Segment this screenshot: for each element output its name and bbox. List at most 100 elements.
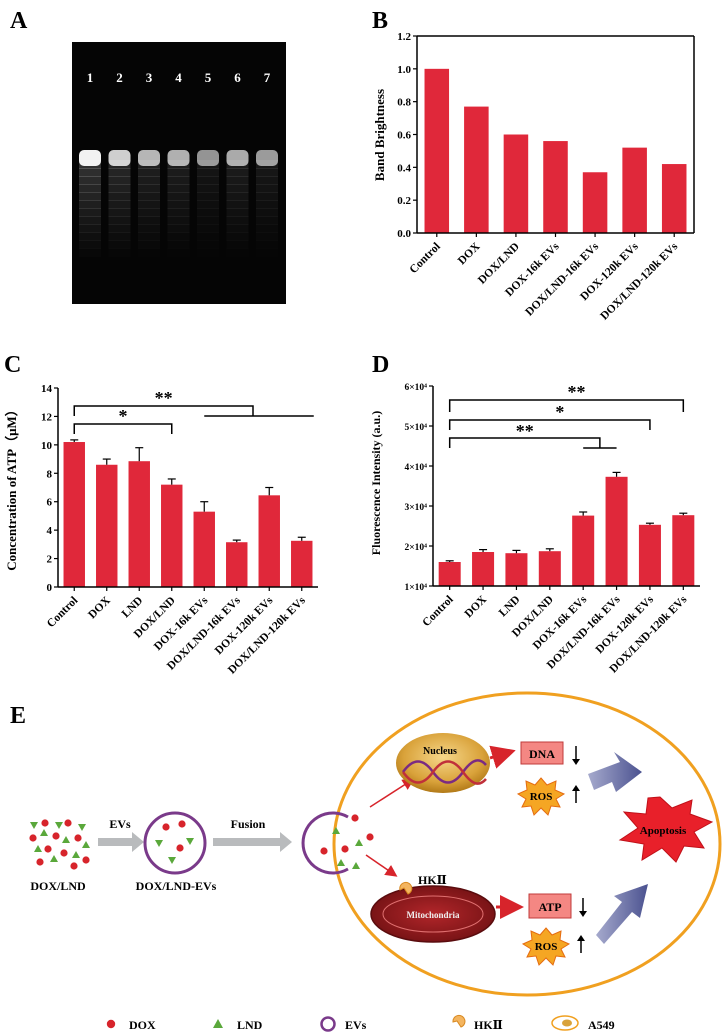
gel-band bbox=[256, 150, 278, 166]
y-tick-label: 0.8 bbox=[397, 97, 411, 109]
gel-band bbox=[138, 150, 160, 166]
x-tick-label: DOX bbox=[86, 594, 113, 621]
y-tick-label: 10 bbox=[41, 440, 53, 452]
label-apoptosis: Apoptosis bbox=[640, 825, 687, 837]
bar bbox=[638, 524, 661, 586]
y-tick-label: 0.6 bbox=[397, 130, 411, 142]
significance-bracket bbox=[448, 399, 685, 412]
label-nucleus: Nucleus bbox=[423, 746, 457, 757]
x-tick-label: Control bbox=[45, 595, 80, 630]
gel-lane-label: 7 bbox=[264, 70, 271, 85]
y-tick-label: 8 bbox=[47, 468, 53, 480]
fused-vesicle bbox=[301, 811, 349, 875]
x-tick-label: LND bbox=[120, 595, 146, 621]
chart-c-ylabel: Concentration of ATP（μM） bbox=[4, 403, 19, 570]
schematic: DOX/LND EVs DOX/LND-EVs Fusion bbox=[29, 691, 722, 997]
y-tick-label: 0.0 bbox=[397, 228, 411, 240]
bar bbox=[622, 147, 647, 233]
x-tick-label: DOX/LND-16k EVs bbox=[523, 240, 601, 318]
x-tick-label: DOX bbox=[456, 240, 483, 267]
bar bbox=[505, 553, 528, 586]
significance-bracket bbox=[73, 405, 254, 416]
legend-label-dox: DOX bbox=[129, 1018, 156, 1032]
y-tick-label: 2×10⁴ bbox=[404, 543, 427, 553]
a549-cell bbox=[332, 691, 722, 997]
arrow-to-apoptosis-bottom bbox=[596, 884, 648, 944]
y-tick-label: 0.4 bbox=[397, 162, 411, 174]
chart-b-ylabel: Band Brightness bbox=[372, 89, 387, 181]
label-dna: DNA bbox=[529, 747, 555, 761]
bar bbox=[193, 511, 215, 587]
label-ros-2: ROS bbox=[535, 941, 558, 953]
y-tick-label: 4×10⁴ bbox=[404, 463, 427, 473]
y-tick-label: 1×10⁴ bbox=[404, 583, 427, 593]
bar bbox=[543, 141, 568, 233]
y-tick-label: 4 bbox=[47, 525, 53, 537]
bar bbox=[63, 442, 85, 587]
panel-label-e: E bbox=[10, 703, 27, 729]
gel-lane-label: 4 bbox=[175, 70, 182, 85]
arrow-to-apoptosis-top bbox=[588, 752, 642, 792]
bar bbox=[291, 540, 313, 587]
ev-ring-icon bbox=[320, 1016, 336, 1032]
x-tick-label: LND bbox=[497, 594, 523, 620]
label-atp: ATP bbox=[538, 900, 561, 914]
bar bbox=[464, 106, 489, 233]
dna-box bbox=[520, 741, 564, 765]
label-mitochondria: Mitochondria bbox=[407, 910, 460, 920]
significance-bracket bbox=[448, 419, 651, 430]
ros-burst-icon bbox=[521, 927, 571, 966]
y-tick-label: 6 bbox=[47, 497, 53, 509]
gel-band bbox=[226, 150, 249, 166]
bar bbox=[438, 562, 461, 586]
gel-band bbox=[167, 150, 190, 166]
x-tick-label: Control bbox=[420, 594, 455, 629]
legend-label-hk2: HKⅡ bbox=[474, 1018, 503, 1032]
gel-band bbox=[197, 150, 219, 166]
x-tick-label: DOX bbox=[463, 593, 490, 620]
dox-dot-icon bbox=[106, 1019, 116, 1029]
bar bbox=[503, 134, 529, 233]
y-tick-label: 6×10⁴ bbox=[404, 383, 427, 393]
apoptosis-burst bbox=[618, 796, 714, 863]
arrow-fusion bbox=[213, 832, 292, 852]
gel-lane-label: 5 bbox=[205, 70, 212, 85]
legend: DOX LND EVs HKⅡ A549 bbox=[106, 1014, 615, 1032]
bar bbox=[128, 461, 150, 587]
gel-lane-label: 1 bbox=[87, 70, 94, 85]
hk2-icon bbox=[399, 881, 413, 895]
arrow-evs bbox=[98, 832, 144, 852]
hk2-icon bbox=[452, 1014, 466, 1028]
gel-band bbox=[108, 150, 131, 166]
legend-label-evs: EVs bbox=[345, 1018, 367, 1032]
panel-label-a: A bbox=[10, 8, 28, 34]
bar bbox=[661, 164, 687, 233]
bar bbox=[672, 515, 695, 586]
legend-label-lnd: LND bbox=[237, 1018, 263, 1032]
x-tick-label: Control bbox=[407, 241, 442, 276]
label-ros-1: ROS bbox=[530, 791, 553, 803]
gel-band bbox=[79, 150, 101, 166]
significance-label: ** bbox=[155, 388, 173, 408]
y-tick-label: 3×10⁴ bbox=[404, 503, 427, 513]
label-fusion: Fusion bbox=[231, 817, 266, 831]
bar bbox=[96, 464, 118, 587]
y-tick-label: 12 bbox=[41, 411, 53, 423]
x-tick-label: DOX/LND-120k EVs bbox=[598, 240, 680, 322]
significance-label: * bbox=[555, 402, 564, 422]
dox-lnd-cluster bbox=[29, 819, 90, 870]
gel-lane-label: 6 bbox=[234, 70, 241, 85]
bar bbox=[538, 551, 561, 586]
bar bbox=[226, 542, 248, 587]
significance-bracket bbox=[448, 437, 601, 448]
up-arrow-icon bbox=[572, 785, 580, 791]
atp-box bbox=[528, 893, 572, 919]
down-arrow-icon bbox=[572, 759, 580, 765]
bar bbox=[258, 495, 280, 587]
label-hk2: HKⅡ bbox=[418, 873, 447, 887]
lnd-triangle-icon bbox=[213, 1019, 223, 1028]
significance-label: * bbox=[119, 406, 128, 426]
